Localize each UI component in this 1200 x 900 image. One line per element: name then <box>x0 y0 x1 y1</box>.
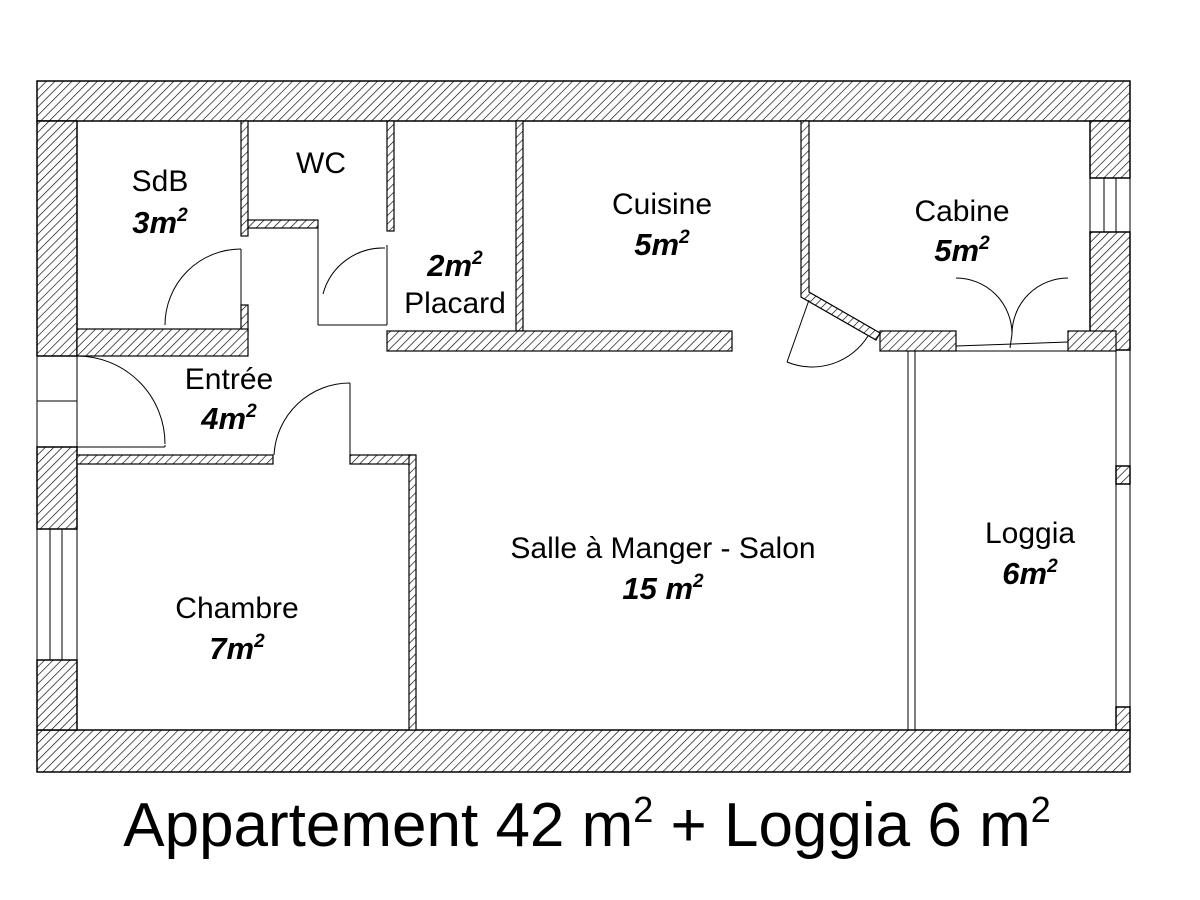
room-area-chambre: 7m2 <box>209 631 265 666</box>
room-area-sdb: 3m2 <box>132 205 188 240</box>
room-area-entree: 4m2 <box>200 401 257 436</box>
window-chambre <box>36 528 78 661</box>
door-chambre <box>273 382 351 456</box>
interior-walls <box>76 120 1117 731</box>
room-name-wc: WC <box>296 147 346 180</box>
room-name-chambre: Chambre <box>175 592 298 625</box>
door-cabine <box>786 299 869 368</box>
room-area-cabine: 5m2 <box>934 233 990 268</box>
door-wc <box>317 228 388 326</box>
wall-placard-right <box>515 120 524 332</box>
wall-cabine-left <box>800 120 881 341</box>
wall-top <box>36 80 1131 122</box>
room-area-placard: 2m2 <box>426 248 483 283</box>
wall-left-mid <box>36 446 78 530</box>
wall-right-bottom <box>1115 706 1131 731</box>
wall-right-small <box>1115 465 1131 485</box>
room-name-loggia: Loggia <box>985 517 1075 550</box>
outer-walls <box>36 80 1131 773</box>
door-double-cabine-loggia <box>955 277 1069 349</box>
wall-right-top <box>1089 120 1131 179</box>
wall-cabine-bottom-right <box>1067 330 1117 352</box>
room-name-entree: Entrée <box>185 363 273 396</box>
wall-wc-bottom <box>247 219 319 229</box>
wall-chambre-top-right <box>349 454 416 465</box>
wall-cabine-bottom <box>879 330 957 352</box>
room-name-salon: Salle à Manger - Salon <box>510 532 815 565</box>
room-area-cuisine: 5m2 <box>634 227 690 262</box>
plan-caption: Appartement 42 m2 + Loggia 6 m2 <box>123 789 1051 860</box>
room-area-loggia: 6m2 <box>1002 556 1058 591</box>
doors <box>76 228 1069 456</box>
room-name-placard: Placard <box>404 287 506 320</box>
wall-sdb-wc <box>240 120 249 237</box>
room-area-salon: 15 m2 <box>622 571 704 606</box>
wall-sdb-bottom <box>76 328 249 357</box>
room-name-cabine: Cabine <box>914 195 1009 228</box>
wall-left-bottom <box>36 659 78 731</box>
windows <box>36 177 1131 707</box>
room-name-cuisine: Cuisine <box>612 188 712 221</box>
wall-left-top <box>36 120 78 357</box>
door-entrance <box>76 355 166 448</box>
room-name-sdb: SdB <box>132 165 189 198</box>
wall-chambre-right <box>408 454 417 731</box>
wall-bottom <box>36 729 1131 773</box>
wall-wc-right <box>386 120 395 232</box>
wall-chambre-top <box>76 454 274 465</box>
window-cabine <box>1089 177 1131 233</box>
room-labels: SdB 3m2 WC 2m2 Placard Cuisine 5m2 Cabin… <box>132 147 1076 666</box>
wall-cuisine-bottom <box>386 330 733 352</box>
loggia-partition <box>902 350 1116 730</box>
door-sdb <box>164 248 242 326</box>
